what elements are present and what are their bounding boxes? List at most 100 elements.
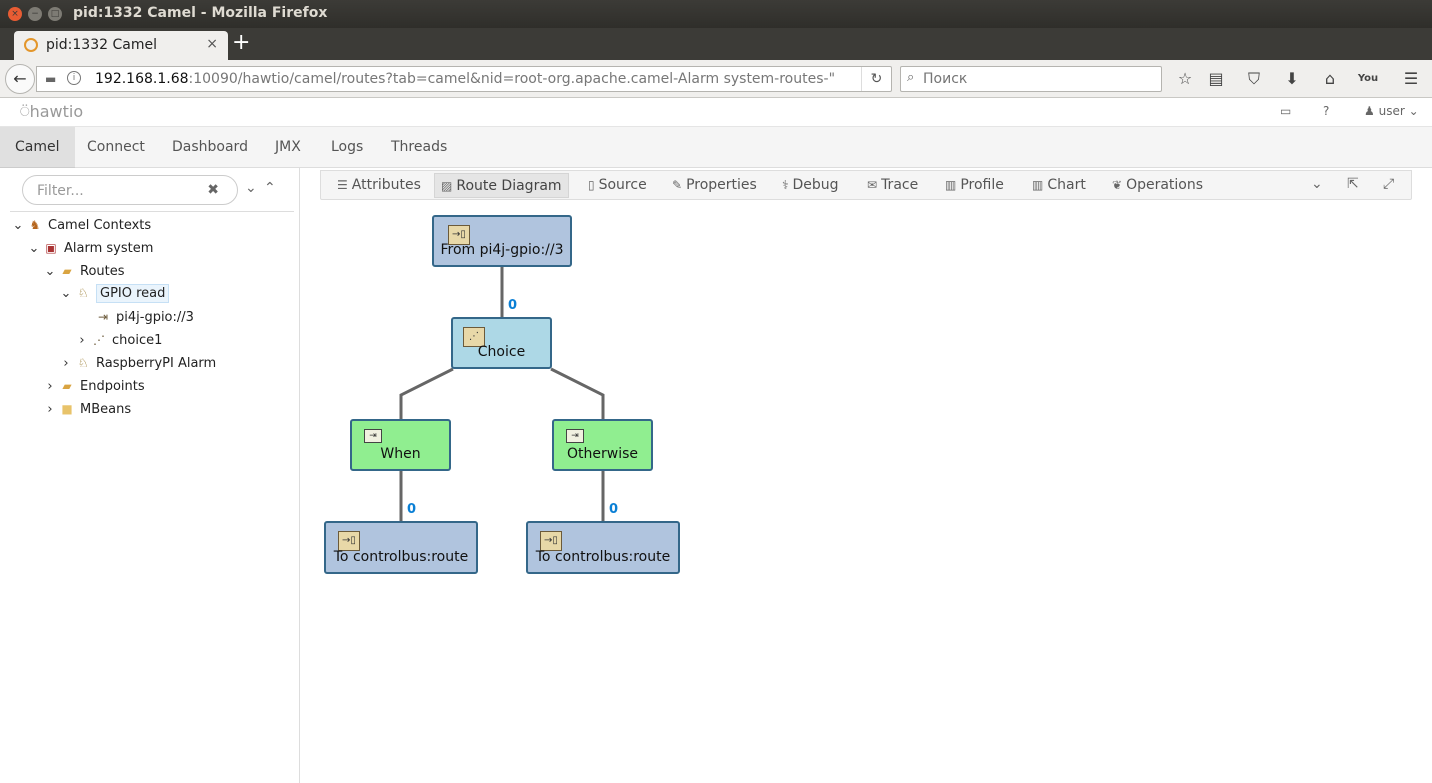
- clear-filter-icon[interactable]: ✖: [207, 182, 219, 198]
- camel-subtabs: ☰Attributes ▨Route Diagram ▯Source ✎Prop…: [320, 170, 1412, 200]
- nav-camel[interactable]: Camel: [0, 127, 75, 168]
- tree-node-camel-contexts[interactable]: ⌄♞Camel Contexts: [10, 218, 152, 240]
- window-title: pid:1332 Camel - Mozilla Firefox: [73, 5, 328, 21]
- bar-chart-icon: ▥: [1032, 178, 1044, 192]
- nav-connect[interactable]: Connect: [87, 139, 145, 155]
- tab-profile[interactable]: ▥Profile: [945, 177, 1004, 193]
- tab-trace[interactable]: ✉Trace: [867, 177, 919, 193]
- stethoscope-icon: ⚕: [782, 178, 789, 192]
- tree-node-endpoints[interactable]: ›▰Endpoints: [42, 379, 144, 401]
- new-tab-button[interactable]: +: [232, 30, 251, 55]
- collapsed-arrow-icon[interactable]: ›: [79, 333, 85, 348]
- tab-route-diagram[interactable]: ▨Route Diagram: [434, 173, 569, 198]
- nav-jmx[interactable]: JMX: [275, 139, 301, 155]
- menu-icon[interactable]: ☰: [1403, 69, 1419, 88]
- hawtio-logo-text: hawtio: [29, 102, 84, 121]
- folder-open-icon: ▰: [62, 379, 72, 393]
- expanded-arrow-icon[interactable]: ⌄: [60, 286, 72, 301]
- collapse-all-icon[interactable]: ⌃: [264, 180, 276, 196]
- identity-icon[interactable]: ▬: [45, 72, 57, 86]
- reading-list-icon[interactable]: ▤: [1208, 69, 1224, 88]
- nav-threads[interactable]: Threads: [391, 139, 448, 155]
- route-icon: ♘: [77, 356, 89, 370]
- user-menu[interactable]: ♟ user ⌄: [1364, 104, 1419, 118]
- folder-icon: ■: [61, 402, 73, 416]
- diagram-connectors: [399, 267, 605, 521]
- chevron-down-icon[interactable]: ⌄: [1311, 176, 1323, 192]
- expand-all-icon[interactable]: ⌄: [245, 180, 257, 196]
- envelope-icon: ✉: [867, 178, 878, 192]
- expanded-arrow-icon[interactable]: ⌄: [44, 264, 56, 279]
- url-bar[interactable]: ▬ i 192.168.1.68:10090/hawtio/camel/rout…: [36, 66, 892, 92]
- node-to-controlbus-2[interactable]: →▯ To controlbus:route: [526, 521, 680, 574]
- tab-source[interactable]: ▯Source: [588, 177, 647, 193]
- collapsed-arrow-icon[interactable]: ›: [63, 356, 69, 371]
- search-bar[interactable]: ⌕: [900, 66, 1162, 92]
- search-icon: ⌕: [907, 70, 915, 85]
- tree-filter-input[interactable]: [37, 182, 207, 200]
- search-input[interactable]: [923, 70, 1153, 88]
- node-to-controlbus-1[interactable]: →▯ To controlbus:route: [324, 521, 478, 574]
- list-icon: ☰: [337, 178, 348, 192]
- node-choice[interactable]: ⋰ Choice: [451, 317, 552, 369]
- when-icon: ⇥: [364, 429, 382, 443]
- connector-choice-when: [399, 367, 454, 419]
- pocket-icon[interactable]: ⛉: [1247, 69, 1260, 88]
- camel-icon: ♞: [29, 218, 41, 232]
- expanded-arrow-icon[interactable]: ⌄: [12, 218, 24, 233]
- tree-node-gpio-read[interactable]: ⌄♘GPIO read: [58, 284, 170, 308]
- reload-button[interactable]: ↻: [861, 67, 891, 91]
- route-icon: ♘: [77, 286, 89, 300]
- arrow-left-icon: ←: [13, 69, 27, 88]
- bookmark-star-icon[interactable]: ☆: [1177, 69, 1193, 88]
- browser-tab-title: pid:1332 Camel: [46, 37, 157, 53]
- tree-node-choice1[interactable]: ›⋰choice1: [74, 333, 162, 355]
- route-diagram: →▯ From pi4j-gpio://3 0 ⋰ Choice ⇥ When …: [300, 200, 1432, 783]
- help-icon[interactable]: ?: [1323, 104, 1330, 118]
- tree-node-routes[interactable]: ⌄▰Routes: [42, 264, 125, 286]
- node-when[interactable]: ⇥ When: [350, 419, 451, 471]
- main-nav: Camel Connect Dashboard JMX Logs Threads: [0, 127, 1432, 168]
- tree-node-raspberrypi-alarm[interactable]: ›♘RaspberryPI Alarm: [58, 356, 216, 378]
- back-button[interactable]: ←: [5, 64, 35, 94]
- hawtio-logo[interactable]: ⍥hawtio: [20, 102, 83, 122]
- choice-icon: ⋰: [463, 327, 485, 347]
- tab-chart[interactable]: ▥Chart: [1032, 177, 1086, 193]
- share-icon[interactable]: ⇱: [1347, 176, 1359, 192]
- chevron-down-icon: ⌄: [1408, 104, 1419, 118]
- tree-node-alarm-system[interactable]: ⌄▣Alarm system: [26, 241, 154, 263]
- leaf-icon: ❦: [1112, 178, 1123, 192]
- window-minimize-button[interactable]: −: [28, 7, 42, 21]
- monitor-icon[interactable]: ▭: [1280, 104, 1292, 118]
- home-icon[interactable]: ⌂: [1324, 69, 1336, 88]
- nav-dashboard[interactable]: Dashboard: [172, 139, 248, 155]
- window-close-button[interactable]: ×: [8, 7, 22, 21]
- tree-filter[interactable]: ✖: [22, 175, 238, 205]
- download-icon[interactable]: ⬇: [1285, 69, 1299, 88]
- tree-node-pi4j-gpio[interactable]: ⇥pi4j-gpio://3: [78, 310, 194, 332]
- tab-close-icon[interactable]: ×: [206, 36, 218, 52]
- info-icon[interactable]: i: [67, 71, 81, 85]
- choice-icon: ⋰: [93, 333, 105, 347]
- fullscreen-icon[interactable]: ⤢: [1383, 176, 1395, 192]
- tab-operations[interactable]: ❦Operations: [1112, 177, 1204, 193]
- collapsed-arrow-icon[interactable]: ›: [47, 402, 53, 417]
- node-otherwise[interactable]: ⇥ Otherwise: [552, 419, 653, 471]
- youtube-icon[interactable]: You: [1357, 73, 1379, 84]
- tree-node-mbeans[interactable]: ›■MBeans: [42, 402, 131, 424]
- reload-icon: ↻: [870, 71, 883, 87]
- tab-properties[interactable]: ✎Properties: [672, 177, 757, 193]
- folder-open-icon: ▰: [62, 264, 72, 278]
- tree-divider: [10, 211, 294, 212]
- expanded-arrow-icon[interactable]: ⌄: [28, 241, 40, 256]
- tab-debug[interactable]: ⚕Debug: [782, 177, 839, 193]
- window-maximize-button[interactable]: □: [48, 7, 62, 21]
- node-from[interactable]: →▯ From pi4j-gpio://3: [432, 215, 572, 267]
- endpoint-icon: →▯: [540, 531, 562, 551]
- tab-attributes[interactable]: ☰Attributes: [337, 177, 421, 193]
- collapsed-arrow-icon[interactable]: ›: [47, 379, 53, 394]
- nav-logs[interactable]: Logs: [331, 139, 364, 155]
- hawtio-header: ⍥hawtio ▭ ? ♟ user ⌄: [0, 98, 1432, 127]
- url-text[interactable]: 192.168.1.68:10090/hawtio/camel/routes?t…: [95, 71, 835, 87]
- browser-tab[interactable]: pid:1332 Camel ×: [14, 31, 228, 60]
